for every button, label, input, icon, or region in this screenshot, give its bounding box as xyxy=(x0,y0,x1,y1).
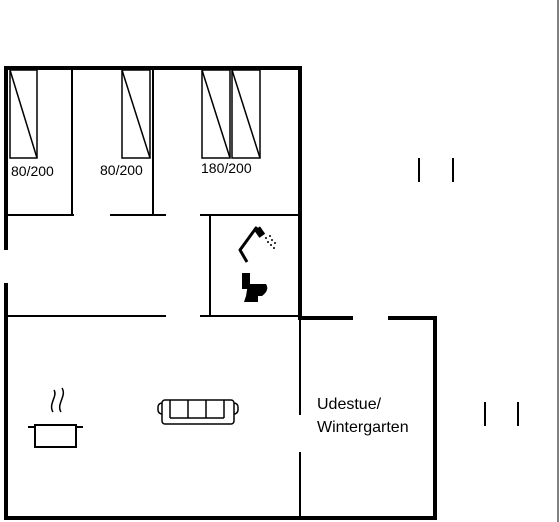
terrace-markers xyxy=(418,158,519,426)
shower-icon xyxy=(238,226,276,263)
bed-single-1 xyxy=(9,69,38,159)
bed1-size-label: 80/200 xyxy=(11,163,54,179)
sunroom-label-line2: Wintergarten xyxy=(317,419,409,436)
bed2-size-label: 80/200 xyxy=(100,162,143,178)
cooking-pot-icon xyxy=(28,387,83,448)
toilet-icon xyxy=(242,273,268,302)
sofa-icon xyxy=(157,399,239,425)
sunroom-label-line1: Udestue/ xyxy=(317,396,382,413)
interior-walls xyxy=(6,68,301,518)
outer-walls xyxy=(4,66,437,520)
bed-double xyxy=(201,69,261,159)
bed3-size-label: 180/200 xyxy=(201,160,252,176)
bed-single-2 xyxy=(121,69,151,159)
